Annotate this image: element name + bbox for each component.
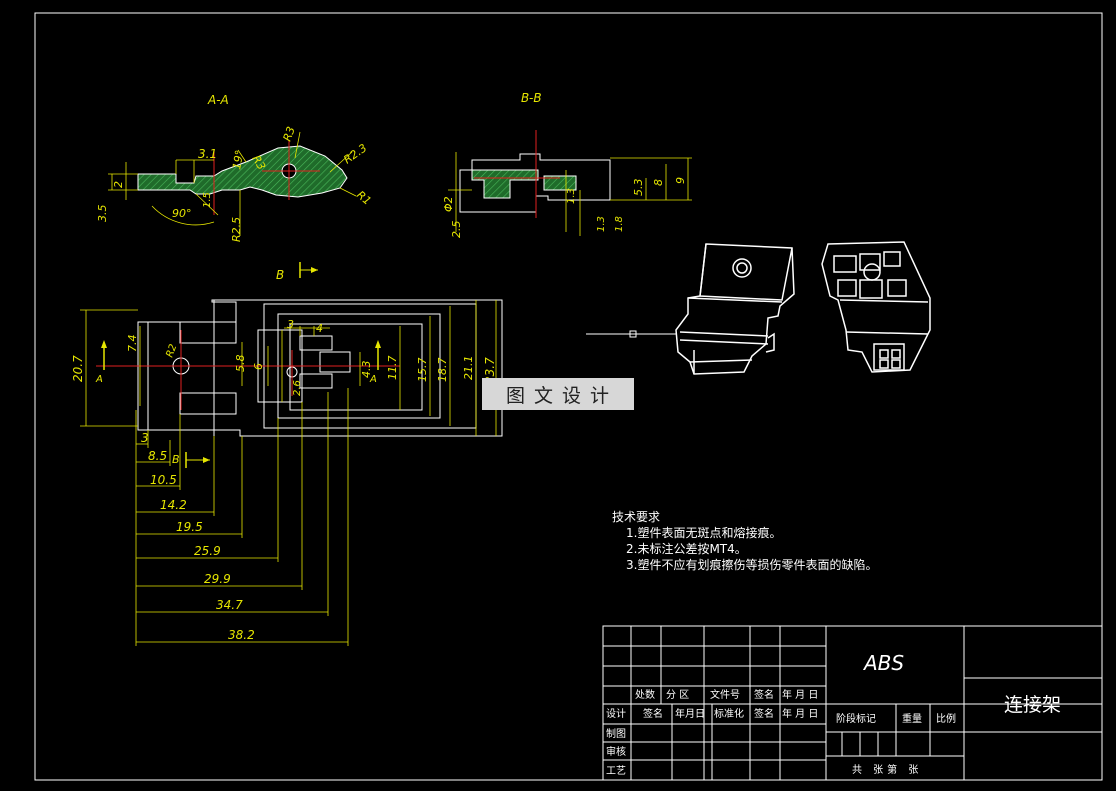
dim-plan-top-3: 3 <box>287 318 294 331</box>
dim-aa-2: 2 <box>112 181 125 188</box>
title-block-text: 处数 分 区 文件号 签名 年 月 日 设计 签名 年月日 标准化 签名 年 月… <box>606 688 956 777</box>
dim-chain-29-9: 29.9 <box>204 572 231 586</box>
dim-chain-38-2: 38.2 <box>228 628 255 642</box>
tb-qianming-2: 签名 <box>643 707 663 720</box>
tb-qianming-3: 签名 <box>754 707 774 720</box>
tb-chushu: 处数 <box>635 688 655 701</box>
section-aa-hatch <box>137 145 348 198</box>
dim-aa-3-5: 3.5 <box>96 205 109 223</box>
arrow-a-left-label: A <box>95 374 103 385</box>
tb-sheji: 设计 <box>606 707 626 720</box>
section-bb-view: B-B Φ2 2.5 1.3 5.3 8 9 1.3 1.8 <box>442 91 692 238</box>
dim-plan-top-4: 4 <box>316 322 323 335</box>
dim-chain-34-7: 34.7 <box>216 598 243 612</box>
arrow-a-right-label: A <box>369 374 377 385</box>
section-bb-hatch <box>471 169 539 199</box>
dim-bb-1-3b: 1.3 <box>596 216 607 232</box>
dim-plan-11-7: 11.7 <box>386 356 399 381</box>
section-bb-outline <box>459 153 611 213</box>
tb-gongyi: 工艺 <box>606 765 626 777</box>
isometric-view-back <box>821 241 931 373</box>
dim-plan-7-4: 7.4 <box>126 335 139 353</box>
section-bb-label: B-B <box>521 91 542 105</box>
dim-bb-8: 8 <box>652 179 665 186</box>
dim-chain-25-9: 25.9 <box>194 544 221 558</box>
dim-aa-90deg: 90° <box>172 207 192 220</box>
dim-aa-r2-3: R2.3 <box>341 141 369 166</box>
title-block <box>602 625 1103 781</box>
tb-jieduan: 阶段标记 <box>836 712 876 725</box>
tb-nianyueri-3: 年 月 日 <box>782 707 818 720</box>
dim-plan-6: 6 <box>252 363 265 370</box>
dim-bb-5-3: 5.3 <box>632 179 645 197</box>
dim-chain-3: 3 <box>141 431 149 445</box>
dim-bb-9: 9 <box>674 177 687 184</box>
dim-aa-r2-5: R2.5 <box>230 217 243 242</box>
technical-requirements: 技术要求 1.塑件表面无斑点和熔接痕。 2.未标注公差按MT4。 3.塑件不应有… <box>612 509 877 573</box>
dim-aa-r3-b: R3 <box>281 125 298 143</box>
dim-plan-21-1: 21.1 <box>462 356 475 381</box>
tb-nianyueri-2: 年月日 <box>675 707 705 720</box>
section-aa-view: A-A 3.1 19° R3 R3 R2.3 R1 2 3. <box>96 93 374 242</box>
tb-sheets: 共 张第 张 <box>852 763 922 776</box>
tb-zhitu: 制图 <box>606 727 626 740</box>
dim-plan-5-8: 5.8 <box>234 355 247 373</box>
dim-plan-r2: R2 <box>164 343 179 359</box>
dim-aa-1-5: 1.5 <box>202 192 213 208</box>
tb-wenjianhao: 文件号 <box>710 688 740 701</box>
tb-zhongliang: 重量 <box>902 712 922 725</box>
dim-plan-20-7: 20.7 <box>71 355 85 382</box>
dim-chain-19-5: 19.5 <box>176 520 203 534</box>
dim-bb-phi2: Φ2 <box>442 196 455 212</box>
arrow-b-top-label: B <box>276 268 284 282</box>
dim-bb-1-3a: 1.3 <box>566 188 577 204</box>
tech-item-2: 2.未标注公差按MT4。 <box>626 542 747 556</box>
dim-chain-10-5: 10.5 <box>150 473 177 487</box>
dim-plan-23-7: 23.7 <box>483 357 497 384</box>
dim-plan-4-3: 4.3 <box>360 361 373 379</box>
tb-bili: 比例 <box>936 712 956 725</box>
dim-bb-1-8: 1.8 <box>614 216 625 232</box>
dim-plan-18-7: 18.7 <box>436 358 449 383</box>
isometric-view-front <box>586 243 795 375</box>
drawing-frame <box>34 12 1103 781</box>
dim-aa-r1: R1 <box>354 188 374 207</box>
dim-chain-14-2: 14.2 <box>160 498 187 512</box>
dim-bb-2-5: 2.5 <box>450 221 463 239</box>
dim-plan-15-7: 15.7 <box>416 358 429 383</box>
tb-fenqu: 分 区 <box>666 689 689 701</box>
tb-shenhe: 审核 <box>606 745 626 758</box>
tb-part-name: 连接架 <box>1004 694 1061 716</box>
tech-title: 技术要求 <box>612 510 661 524</box>
tb-biaozhunhua: 标准化 <box>714 707 744 720</box>
tech-item-3: 3.塑件不应有划痕擦伤等损伤零件表面的缺陷。 <box>626 558 878 572</box>
tb-nianyueri-1: 年 月 日 <box>782 688 818 701</box>
section-aa-label: A-A <box>207 93 229 107</box>
dim-plan-2-6: 2.6 <box>292 380 303 396</box>
arrow-b-bottom-label: B <box>172 453 180 466</box>
watermark: 图文设计 <box>482 378 634 410</box>
tech-item-1: 1.塑件表面无斑点和熔接痕。 <box>626 526 782 540</box>
tb-material: ABS <box>862 651 904 675</box>
plan-view: B A A B <box>71 262 503 646</box>
dim-aa-19deg: 19° <box>230 149 246 170</box>
dim-chain-8-5: 8.5 <box>148 449 167 463</box>
tb-qianming-1: 签名 <box>754 688 774 701</box>
dim-aa-3-1: 3.1 <box>198 147 217 161</box>
dim-aa-r3-a: R3 <box>249 153 268 172</box>
